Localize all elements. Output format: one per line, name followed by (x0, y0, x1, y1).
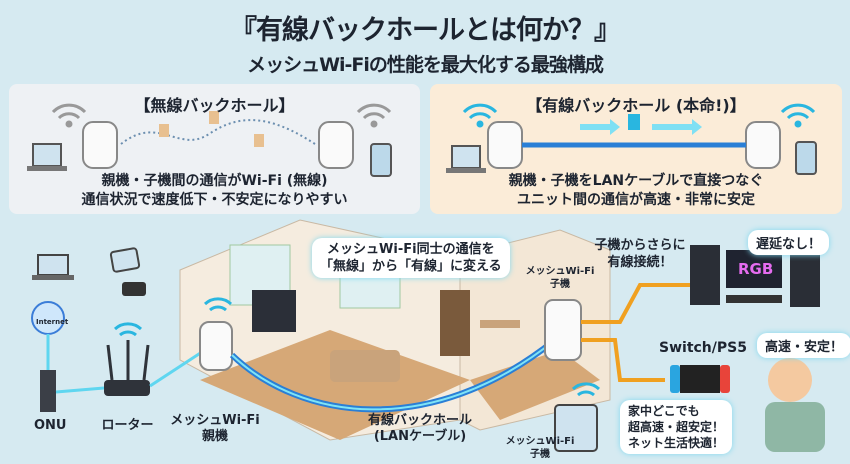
router-icon (104, 340, 150, 396)
wifi-icon (571, 382, 601, 397)
wifi-icon (113, 322, 143, 337)
tv-icon (252, 290, 296, 332)
sofa-icon (330, 350, 400, 382)
label-line: 有線接続！ (607, 255, 673, 270)
smartphone-icon (795, 141, 817, 175)
laptop-icon (32, 254, 74, 280)
label-line: メッシュWi-Fi同士の通信を (327, 242, 495, 257)
mesh-parent-unit (199, 321, 233, 371)
wifi-icon (462, 103, 498, 128)
label-line: メッシュWi-Fi (505, 436, 575, 447)
label-line: 有線バックホール (367, 413, 472, 428)
wireless-panel-title: 【無線バックホール】 (134, 96, 295, 115)
mesh-child-unit (544, 299, 582, 361)
wired-backhaul-panel: 【有線バックホール (本命!)】 親機・子機をLANケーブルで直接つなぐ ユニッ… (430, 84, 842, 214)
game-console-icon (670, 365, 730, 393)
tablet-icon (109, 247, 141, 273)
callout-wired-change: メッシュWi-Fi同士の通信を「無線」から「有線」に変える (312, 238, 510, 278)
internet-label: Internet (36, 318, 69, 326)
wired-panel-title: 【有線バックホール (本命!)】 (526, 96, 746, 115)
label-line: 子機からさらに (594, 238, 686, 253)
wireless-backhaul-panel: 【無線バックホール】 親機・子機間の通信がWi-Fi (無線) 通信状況で速度低… (9, 84, 420, 214)
label-line: 親機 (201, 429, 228, 444)
wifi-icon (203, 297, 233, 312)
bubble-no-lag: 遅延なし！ (748, 230, 830, 255)
gaming-pc-icon (690, 245, 820, 307)
wireless-panel-description: 親機・子機間の通信がWi-Fi (無線) 通信状況で速度低下・不安定になりやすい (9, 172, 420, 210)
onu-icon (40, 370, 56, 412)
label-line: ネット生活快適！ (628, 436, 725, 450)
onu-label: ONU (34, 418, 67, 433)
label-line: メッシュWi-Fi (170, 413, 260, 428)
cable-label: 有線バックホール(LANケーブル) (355, 413, 485, 445)
router-label: ローター (101, 418, 154, 433)
desc-line: ユニット間の通信が高速・非常に安定 (517, 192, 755, 208)
wifi-icon (780, 103, 816, 128)
fast-arrow-icon (580, 119, 702, 135)
mesh-unit-icon (318, 121, 354, 169)
label-line: 家中どこでも (628, 404, 700, 418)
page-subtitle: メッシュWi-Fiの性能を最大化する最強構成 (247, 54, 604, 76)
tablet-icon (554, 404, 598, 452)
label-line: 「無線」から「有線」に変える (320, 259, 502, 274)
desc-line: 親機・子機をLANケーブルで直接つなぐ (508, 173, 764, 189)
wired-extra-label: 子機からさらに有線接続！ (585, 237, 695, 271)
data-packet-icon (628, 114, 640, 130)
router-parent-cable (149, 348, 206, 388)
smiling-user-icon (765, 358, 825, 452)
data-packet-icon (159, 111, 264, 147)
child-unit-label: メッシュWi-Fi 子機 (520, 265, 600, 291)
bubble-fast-stable: 高速・安定！ (757, 333, 850, 358)
bookshelf-icon (440, 290, 470, 356)
label-line: (LANケーブル) (373, 429, 467, 444)
smartphone-icon (370, 143, 392, 177)
desc-line: 通信状況で速度低下・不安定になりやすい (81, 192, 348, 208)
onu-router-cable (55, 386, 105, 394)
pc-screen-text: RGB (738, 260, 774, 278)
page-title: 『有線バックホールとは何か？』 (230, 15, 621, 46)
orange-lan-cable (581, 338, 665, 382)
orange-lan-cable (581, 283, 690, 324)
wired-panel-description: 親機・子機をLANケーブルで直接つなぐ ユニット間の通信が高速・非常に安定 (430, 172, 842, 210)
desc-line: 親機・子機間の通信がWi-Fi (無線) (101, 173, 328, 189)
wifi-icon (356, 103, 392, 128)
smartphone-icon (122, 282, 146, 296)
label-line: 超高速・超安定！ (628, 420, 725, 434)
label-line: 子機 (530, 449, 550, 460)
mesh-unit-icon (82, 121, 118, 169)
wifi-icon (51, 103, 87, 128)
wired-backhaul-illustration (446, 103, 817, 175)
child-unit-label-2: メッシュWi-Fi 子機 (500, 435, 580, 461)
label-line: メッシュWi-Fi (525, 266, 595, 277)
wireless-backhaul-illustration (27, 103, 392, 177)
desk-icon (480, 320, 520, 328)
label-line: 子機 (550, 279, 570, 290)
laptop-icon (27, 143, 67, 171)
laptop-icon (446, 145, 486, 173)
console-label: Switch/PS5 (659, 340, 747, 356)
bubble-home-comfort: 家中どこでも超高速・超安定！ ネット生活快適！ (620, 400, 733, 454)
